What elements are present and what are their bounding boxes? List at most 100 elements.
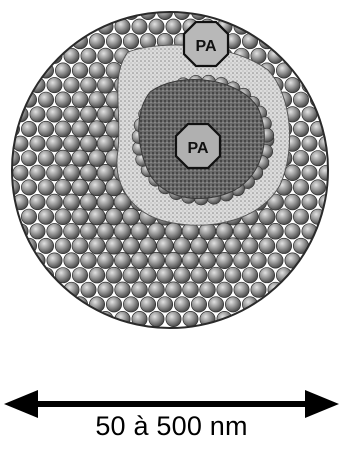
lipid-bead bbox=[80, 223, 96, 239]
lipid-bead bbox=[251, 253, 267, 269]
lipid-bead bbox=[216, 223, 233, 240]
lipid-bead bbox=[217, 282, 233, 298]
lipid-bead bbox=[157, 297, 172, 312]
lipid-bead bbox=[64, 223, 80, 239]
lipid-bead bbox=[302, 165, 317, 180]
lipid-bead bbox=[208, 267, 224, 283]
lipid-bead bbox=[131, 223, 148, 240]
lipid-bead bbox=[268, 282, 283, 297]
lipid-bead bbox=[293, 209, 308, 224]
lipid-bead bbox=[199, 252, 215, 268]
lipid-bead bbox=[72, 150, 89, 167]
lipid-bead bbox=[140, 297, 155, 312]
lipid-bead bbox=[80, 164, 97, 181]
lipid-bead bbox=[157, 267, 173, 283]
lipid-bead bbox=[89, 34, 104, 49]
lipid-bead bbox=[106, 238, 122, 254]
lipid-bead bbox=[47, 253, 62, 268]
lipid-bead bbox=[89, 179, 106, 196]
lipid-bead bbox=[285, 224, 300, 239]
lipid-bead bbox=[114, 252, 130, 268]
lipid-bead bbox=[268, 48, 283, 63]
lipid-bead bbox=[132, 282, 148, 298]
lipid-bead bbox=[81, 77, 97, 93]
lipid-bead bbox=[114, 223, 131, 240]
lipid-bead bbox=[81, 253, 97, 269]
pa-badge-inner-label: PA bbox=[187, 140, 208, 157]
lipid-bead bbox=[123, 297, 138, 312]
lipid-bead bbox=[302, 136, 317, 151]
lipid-bead bbox=[208, 297, 223, 312]
lipid-bead bbox=[47, 194, 63, 210]
lipid-bead bbox=[259, 209, 275, 225]
lipid-bead bbox=[233, 223, 249, 239]
lipid-bead bbox=[80, 106, 96, 122]
lipid-bead bbox=[191, 297, 206, 312]
lipid-bead bbox=[80, 194, 97, 211]
lipid-bead bbox=[191, 4, 206, 19]
lipid-bead bbox=[30, 165, 45, 180]
lipid-bead bbox=[38, 209, 54, 225]
lipid-bead bbox=[165, 223, 182, 240]
lipid-bead bbox=[89, 63, 105, 79]
lipid-bead bbox=[115, 282, 131, 298]
lipid-bead bbox=[268, 223, 284, 239]
lipid-bead bbox=[97, 106, 114, 123]
lipid-bead bbox=[123, 208, 140, 225]
lipid-bead bbox=[310, 151, 325, 166]
lipid-bead bbox=[89, 238, 105, 254]
lipid-bead bbox=[148, 223, 165, 240]
pa-badge-outer: PA bbox=[184, 22, 228, 66]
lipid-bead bbox=[234, 253, 250, 269]
lipid-bead bbox=[285, 253, 300, 268]
lipid-bead bbox=[148, 252, 164, 268]
lipid-bead bbox=[72, 92, 88, 108]
lipid-bead bbox=[310, 180, 325, 195]
lipid-bead bbox=[293, 92, 308, 107]
lipid-bead bbox=[310, 92, 325, 107]
lipid-bead bbox=[72, 238, 88, 254]
lipid-bead bbox=[293, 180, 309, 196]
lipid-bead bbox=[21, 121, 36, 136]
lipid-bead bbox=[242, 267, 258, 283]
lipid-bead bbox=[80, 135, 97, 152]
lipid-bead bbox=[174, 267, 190, 283]
lipid-bead bbox=[63, 106, 79, 122]
lipid-bead bbox=[157, 238, 174, 255]
lipid-bead bbox=[140, 238, 157, 255]
lipid-bead bbox=[106, 208, 123, 225]
lipid-bead bbox=[81, 48, 96, 63]
lipid-bead bbox=[216, 252, 232, 268]
lipid-bead bbox=[97, 135, 114, 152]
scale-label: 50 à 500 nm bbox=[0, 413, 343, 440]
lipid-bead bbox=[302, 194, 317, 209]
lipid-bead bbox=[47, 77, 62, 92]
lipid-bead bbox=[55, 209, 71, 225]
lipid-bead bbox=[293, 121, 308, 136]
lipid-bead bbox=[21, 180, 36, 195]
lipid-bead bbox=[38, 121, 54, 137]
lipid-bead bbox=[149, 19, 164, 34]
lipid-bead bbox=[81, 282, 96, 297]
lipid-bead bbox=[98, 48, 114, 64]
lipid-bead bbox=[47, 106, 63, 122]
lipid-bead bbox=[89, 267, 105, 283]
lipid-bead bbox=[293, 150, 309, 166]
lipid-bead bbox=[259, 238, 275, 254]
lipid-bead bbox=[21, 151, 36, 166]
lipid-bead bbox=[174, 238, 191, 255]
lipid-bead bbox=[89, 121, 106, 138]
lipid-bead bbox=[63, 165, 79, 181]
lipid-bead bbox=[97, 252, 113, 268]
lipid-bead bbox=[64, 77, 80, 93]
lipid-bead bbox=[30, 107, 45, 122]
lipid-bead bbox=[268, 253, 283, 268]
lipid-bead bbox=[13, 165, 28, 180]
lipid-bead bbox=[106, 267, 122, 283]
lipid-bead bbox=[55, 121, 71, 137]
lipid-bead bbox=[123, 267, 139, 283]
lipid-bead bbox=[166, 282, 182, 298]
lipid-bead bbox=[200, 282, 216, 298]
lipid-bead bbox=[191, 267, 207, 283]
